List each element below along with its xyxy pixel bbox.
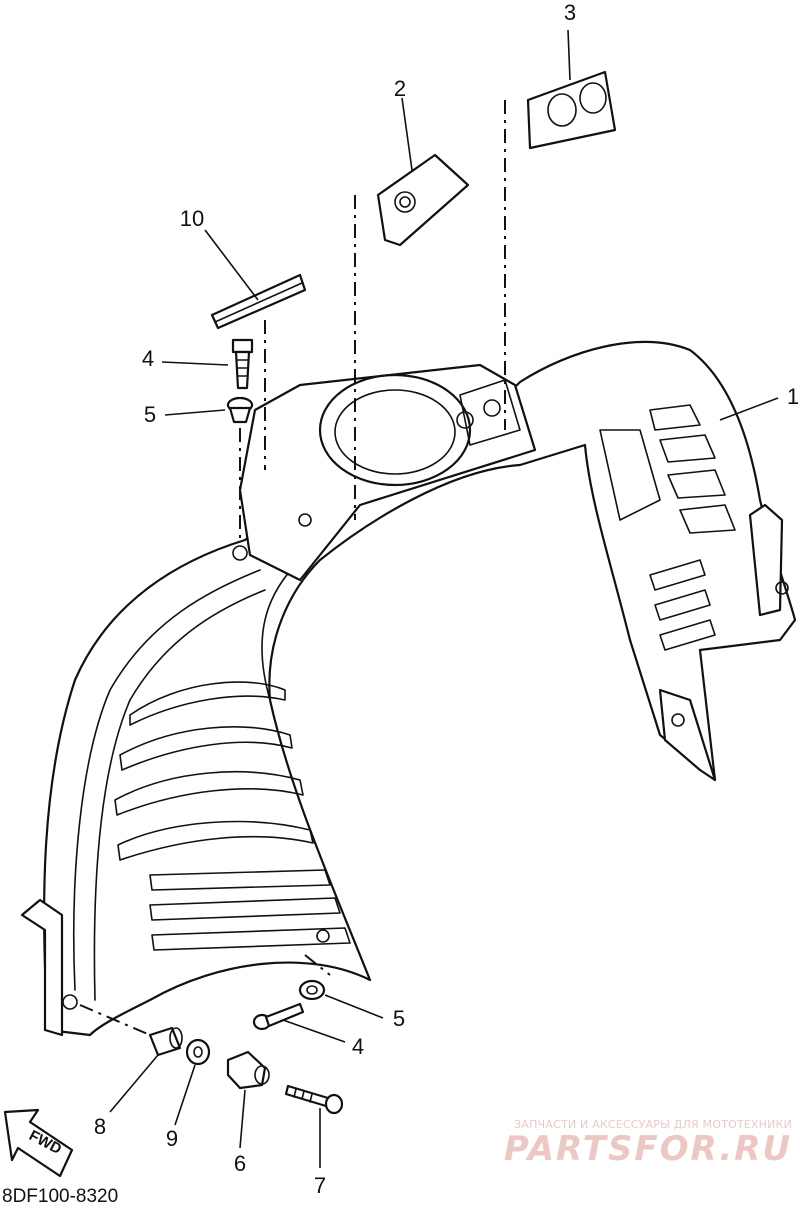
callout-5-upper: 5	[144, 402, 156, 427]
grommet-part-5-lower	[298, 979, 326, 1001]
watermark: ЗАПЧАСТИ И АКСЕССУАРЫ ДЛЯ МОТОТЕХНИКИ PA…	[504, 1118, 792, 1167]
watermark-brand: PARTSFOR.RU	[503, 1129, 792, 1169]
callout-3: 3	[564, 0, 576, 25]
callout-2: 2	[394, 76, 406, 101]
callout-1: 1	[787, 384, 799, 409]
grommet-part-5-upper	[226, 396, 254, 424]
front-cover-part	[20, 340, 797, 1037]
watermark-subtitle: ЗАПЧАСТИ И АКСЕССУАРЫ ДЛЯ МОТОТЕХНИКИ	[514, 1118, 792, 1131]
callout-10: 10	[180, 206, 204, 231]
callout-7: 7	[314, 1173, 326, 1198]
callout-9: 9	[166, 1126, 178, 1151]
grommet-part-6	[226, 1050, 270, 1090]
bolt-part-7	[284, 1084, 344, 1115]
strip-part-10	[210, 273, 307, 330]
callout-4-upper: 4	[142, 346, 154, 371]
collar-part-8	[148, 1026, 183, 1057]
fwd-arrow-icon: FWD	[3, 1108, 74, 1178]
callout-4-lower: 4	[352, 1034, 364, 1059]
callout-8: 8	[94, 1114, 106, 1139]
callout-6: 6	[234, 1151, 246, 1176]
plate-part-3	[526, 70, 617, 150]
callout-5-lower: 5	[393, 1006, 405, 1031]
screw-part-4-lower	[252, 1002, 305, 1031]
washer-part-9	[185, 1038, 211, 1066]
meter-housing	[232, 363, 537, 582]
diagram-code: 8DF100-8320	[2, 1186, 119, 1207]
screw-part-4-upper	[231, 338, 254, 390]
bracket-part-2	[376, 153, 470, 247]
